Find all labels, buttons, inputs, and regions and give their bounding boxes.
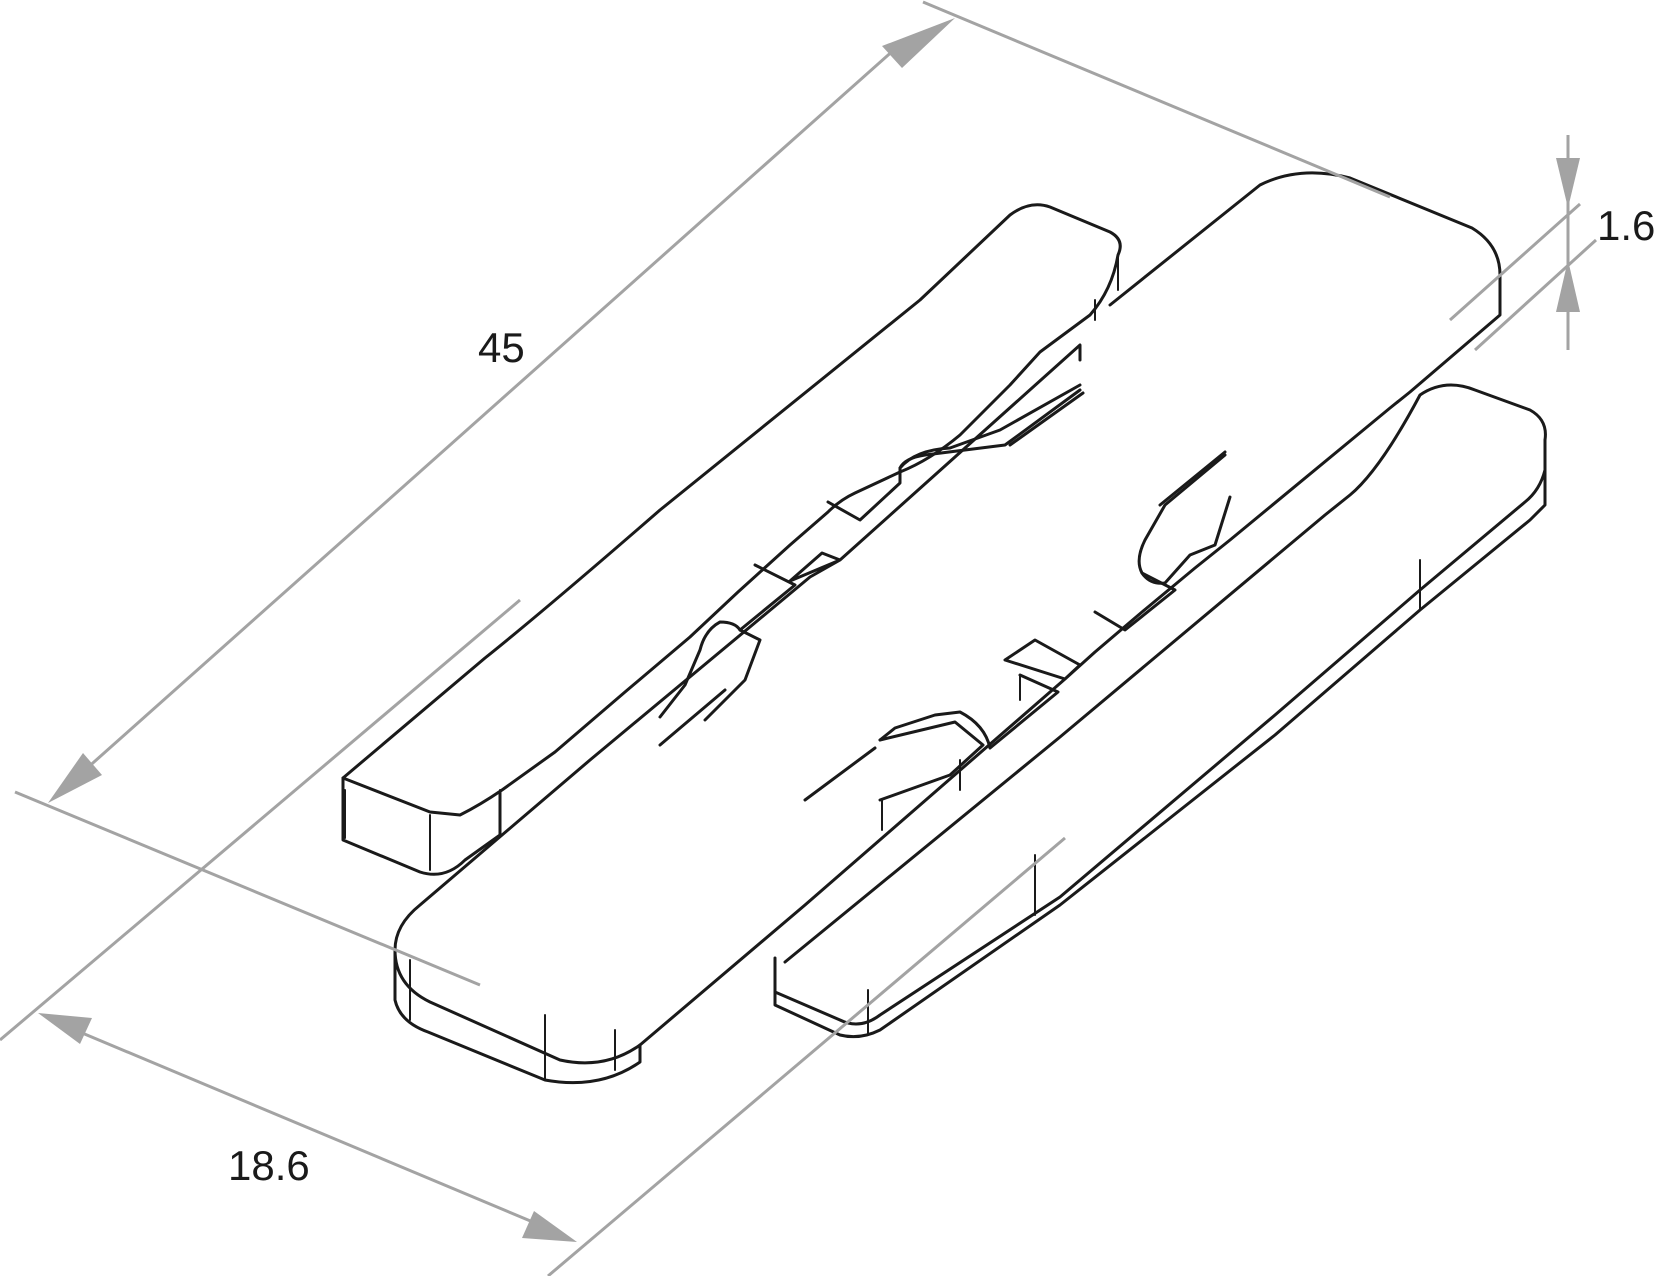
- spring-tab-lower-right-slit: [803, 746, 877, 802]
- left-arm-face-lines: [344, 254, 1119, 871]
- extension-line-width-right: [547, 836, 1066, 1276]
- dimension-label-thickness: 1.6: [1597, 202, 1655, 249]
- spring-tab-upper-slit: [1008, 391, 1085, 447]
- slot-lower-left: [658, 563, 797, 719]
- left-arm-outline: [341, 203, 1122, 817]
- right-arm-face-lines: [867, 274, 1501, 1036]
- dimension-length: 45: [14, 0, 1391, 987]
- dimension-line-length: [84, 38, 906, 772]
- arrowhead-length-bottom: [48, 753, 102, 803]
- spring-tab-lower-left: [703, 628, 762, 722]
- slot-upper: [826, 388, 1082, 522]
- arrowhead-thickness-bottom: [1556, 260, 1580, 312]
- spring-tab-upper: [898, 383, 1082, 470]
- extension-line-thickness-top: [1449, 202, 1581, 322]
- dimension-label-length: 45: [478, 324, 525, 371]
- extension-line-thickness-bottom: [1473, 238, 1598, 352]
- plate-body-outline: [393, 171, 1502, 1065]
- clip-plate: [341, 171, 1547, 1085]
- extension-line-length-bottom: [14, 790, 481, 987]
- body-front-corner-lines: [409, 959, 616, 1081]
- slot-lower-right: [878, 673, 1060, 750]
- spring-tab-lower-left-slit: [658, 688, 727, 747]
- arrowhead-width-left: [38, 1013, 92, 1044]
- spring-tab-right: [1140, 495, 1232, 585]
- extension-line-width-left: [0, 598, 521, 1042]
- slot-right: [1093, 453, 1227, 632]
- arrowhead-width-right: [522, 1211, 577, 1242]
- extension-line-length-top: [922, 0, 1391, 199]
- dimension-line-width: [74, 1028, 541, 1227]
- spring-tab-right-slit: [1158, 450, 1227, 507]
- dimension-label-width: 18.6: [228, 1142, 310, 1189]
- arrowhead-length-top: [882, 18, 955, 68]
- dimension-thickness: 1.6: [1449, 135, 1655, 352]
- spring-tab-lower-right: [878, 720, 985, 802]
- right-arm-outline: [773, 383, 1547, 1026]
- arrowhead-thickness-top: [1556, 158, 1580, 208]
- left-arm-front-face: [341, 776, 502, 876]
- slot-lower-right-walls: [881, 674, 1021, 831]
- dimension-width: 18.6: [0, 598, 1066, 1276]
- body-front-edge: [393, 948, 642, 1085]
